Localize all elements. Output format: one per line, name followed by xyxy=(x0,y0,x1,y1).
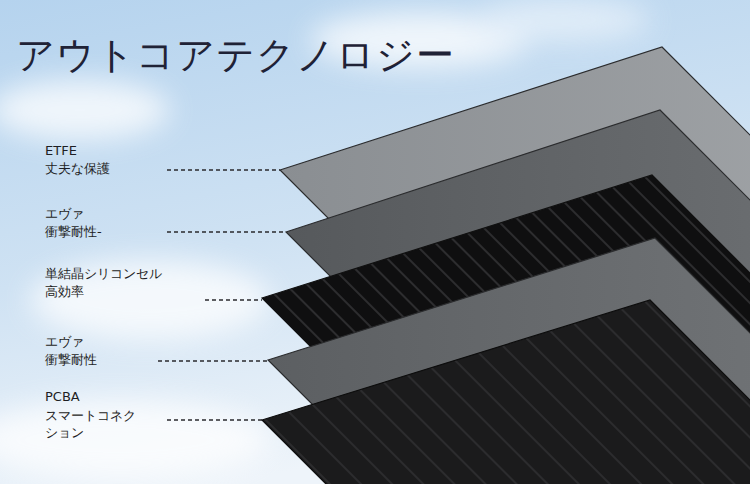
page-title: アウトコアテクノロジー xyxy=(16,30,455,81)
layer-label: 丈夫な保護 xyxy=(45,160,110,177)
layer-label: PCBA xyxy=(45,388,80,405)
layer-label: 衝撃耐性- xyxy=(45,223,102,240)
layer-label: ETFE xyxy=(45,142,77,159)
leader-line xyxy=(167,169,280,170)
leader-lines xyxy=(158,170,286,420)
layer-label: スマートコネク ション xyxy=(45,407,149,441)
leader-line xyxy=(167,419,262,420)
layer-label: 衝撃耐性 xyxy=(45,351,97,368)
layer-label: 高効率 xyxy=(45,283,84,300)
pcba-layer xyxy=(262,300,750,484)
layer-label: 単結晶シリコンセル xyxy=(45,265,162,282)
layer-label: エヴァ xyxy=(45,205,84,222)
leader-line xyxy=(167,231,286,232)
leader-line xyxy=(205,299,262,300)
leader-line xyxy=(158,360,268,361)
layer-label: エヴァ xyxy=(45,333,84,350)
